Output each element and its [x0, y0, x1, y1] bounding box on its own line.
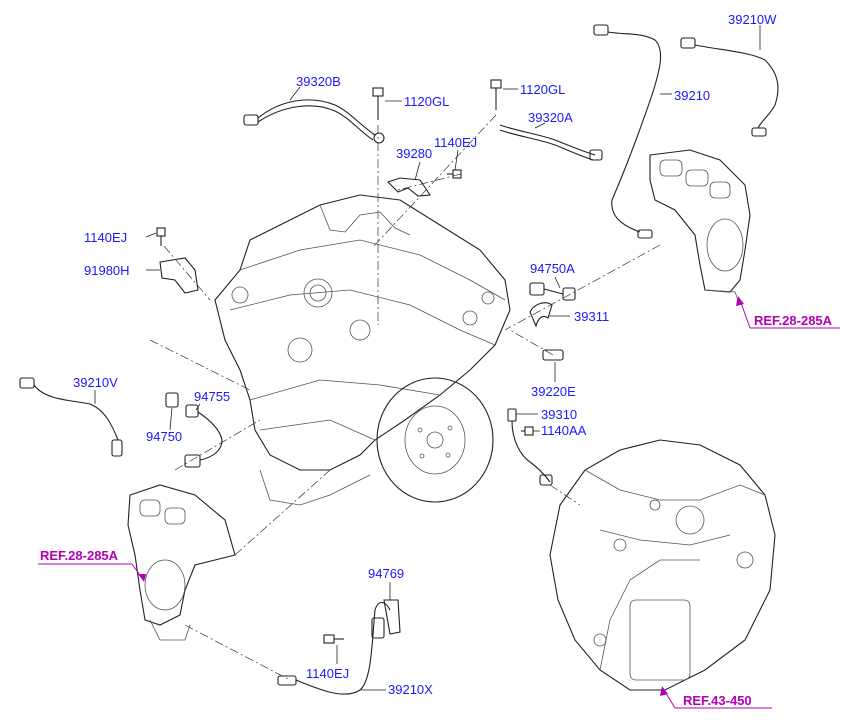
bracket-39311 [529, 302, 553, 328]
label-39220E: 39220E [531, 384, 576, 399]
bracket-39280 [386, 177, 431, 197]
sensor-39320A [499, 124, 603, 161]
label-1120GL-right: 1120GL [520, 82, 565, 97]
sensor-94750 [165, 392, 179, 408]
label-39320B: 39320B [296, 74, 341, 89]
label-1140EJ-top: 1140EJ [434, 135, 477, 150]
label-39210W: 39210W [728, 12, 777, 27]
label-39310: 39310 [541, 407, 577, 422]
sensor-39210W [680, 37, 779, 137]
sensor-39220E [542, 349, 564, 361]
leader-lines [94, 25, 761, 691]
sensor-39210V [19, 377, 123, 457]
label-39210V: 39210V [73, 375, 118, 390]
engine-assembly [214, 194, 511, 506]
bolts [156, 79, 534, 644]
label-94769: 94769 [368, 566, 404, 581]
sensor-39210X [277, 599, 401, 695]
label-1140AA: 1140AA [541, 423, 587, 438]
sensor-94755 [184, 404, 223, 468]
exhaust-manifold-right [649, 149, 751, 301]
sensor-39210 [593, 24, 662, 239]
sensor-39320B [243, 99, 385, 144]
connector-94750A [529, 282, 576, 301]
ref-link-manifold-left[interactable]: REF.28-285A [40, 548, 119, 563]
sensor-39310 [507, 408, 553, 486]
ref-link-transaxle[interactable]: REF.43-450 [683, 693, 752, 708]
label-1120GL-left: 1120GL [404, 94, 449, 109]
label-39311: 39311 [574, 309, 609, 324]
label-39210: 39210 [674, 88, 710, 103]
transaxle-assembly [549, 439, 776, 691]
label-1140EJ-bottom: 1140EJ [306, 666, 349, 681]
label-39210X: 39210X [388, 682, 433, 697]
label-91980H: 91980H [84, 263, 130, 278]
exhaust-manifold-left [127, 484, 236, 641]
label-39320A: 39320A [528, 110, 573, 125]
bracket-91980H [159, 257, 199, 294]
label-94755: 94755 [194, 389, 230, 404]
label-39280: 39280 [396, 146, 432, 161]
label-94750A: 94750A [530, 261, 575, 276]
label-94750: 94750 [146, 429, 182, 444]
reference-lines [149, 114, 661, 681]
label-1140EJ-left: 1140EJ [84, 230, 127, 245]
reference-markers [38, 296, 840, 709]
ref-link-manifold-right[interactable]: REF.28-285A [754, 313, 833, 328]
